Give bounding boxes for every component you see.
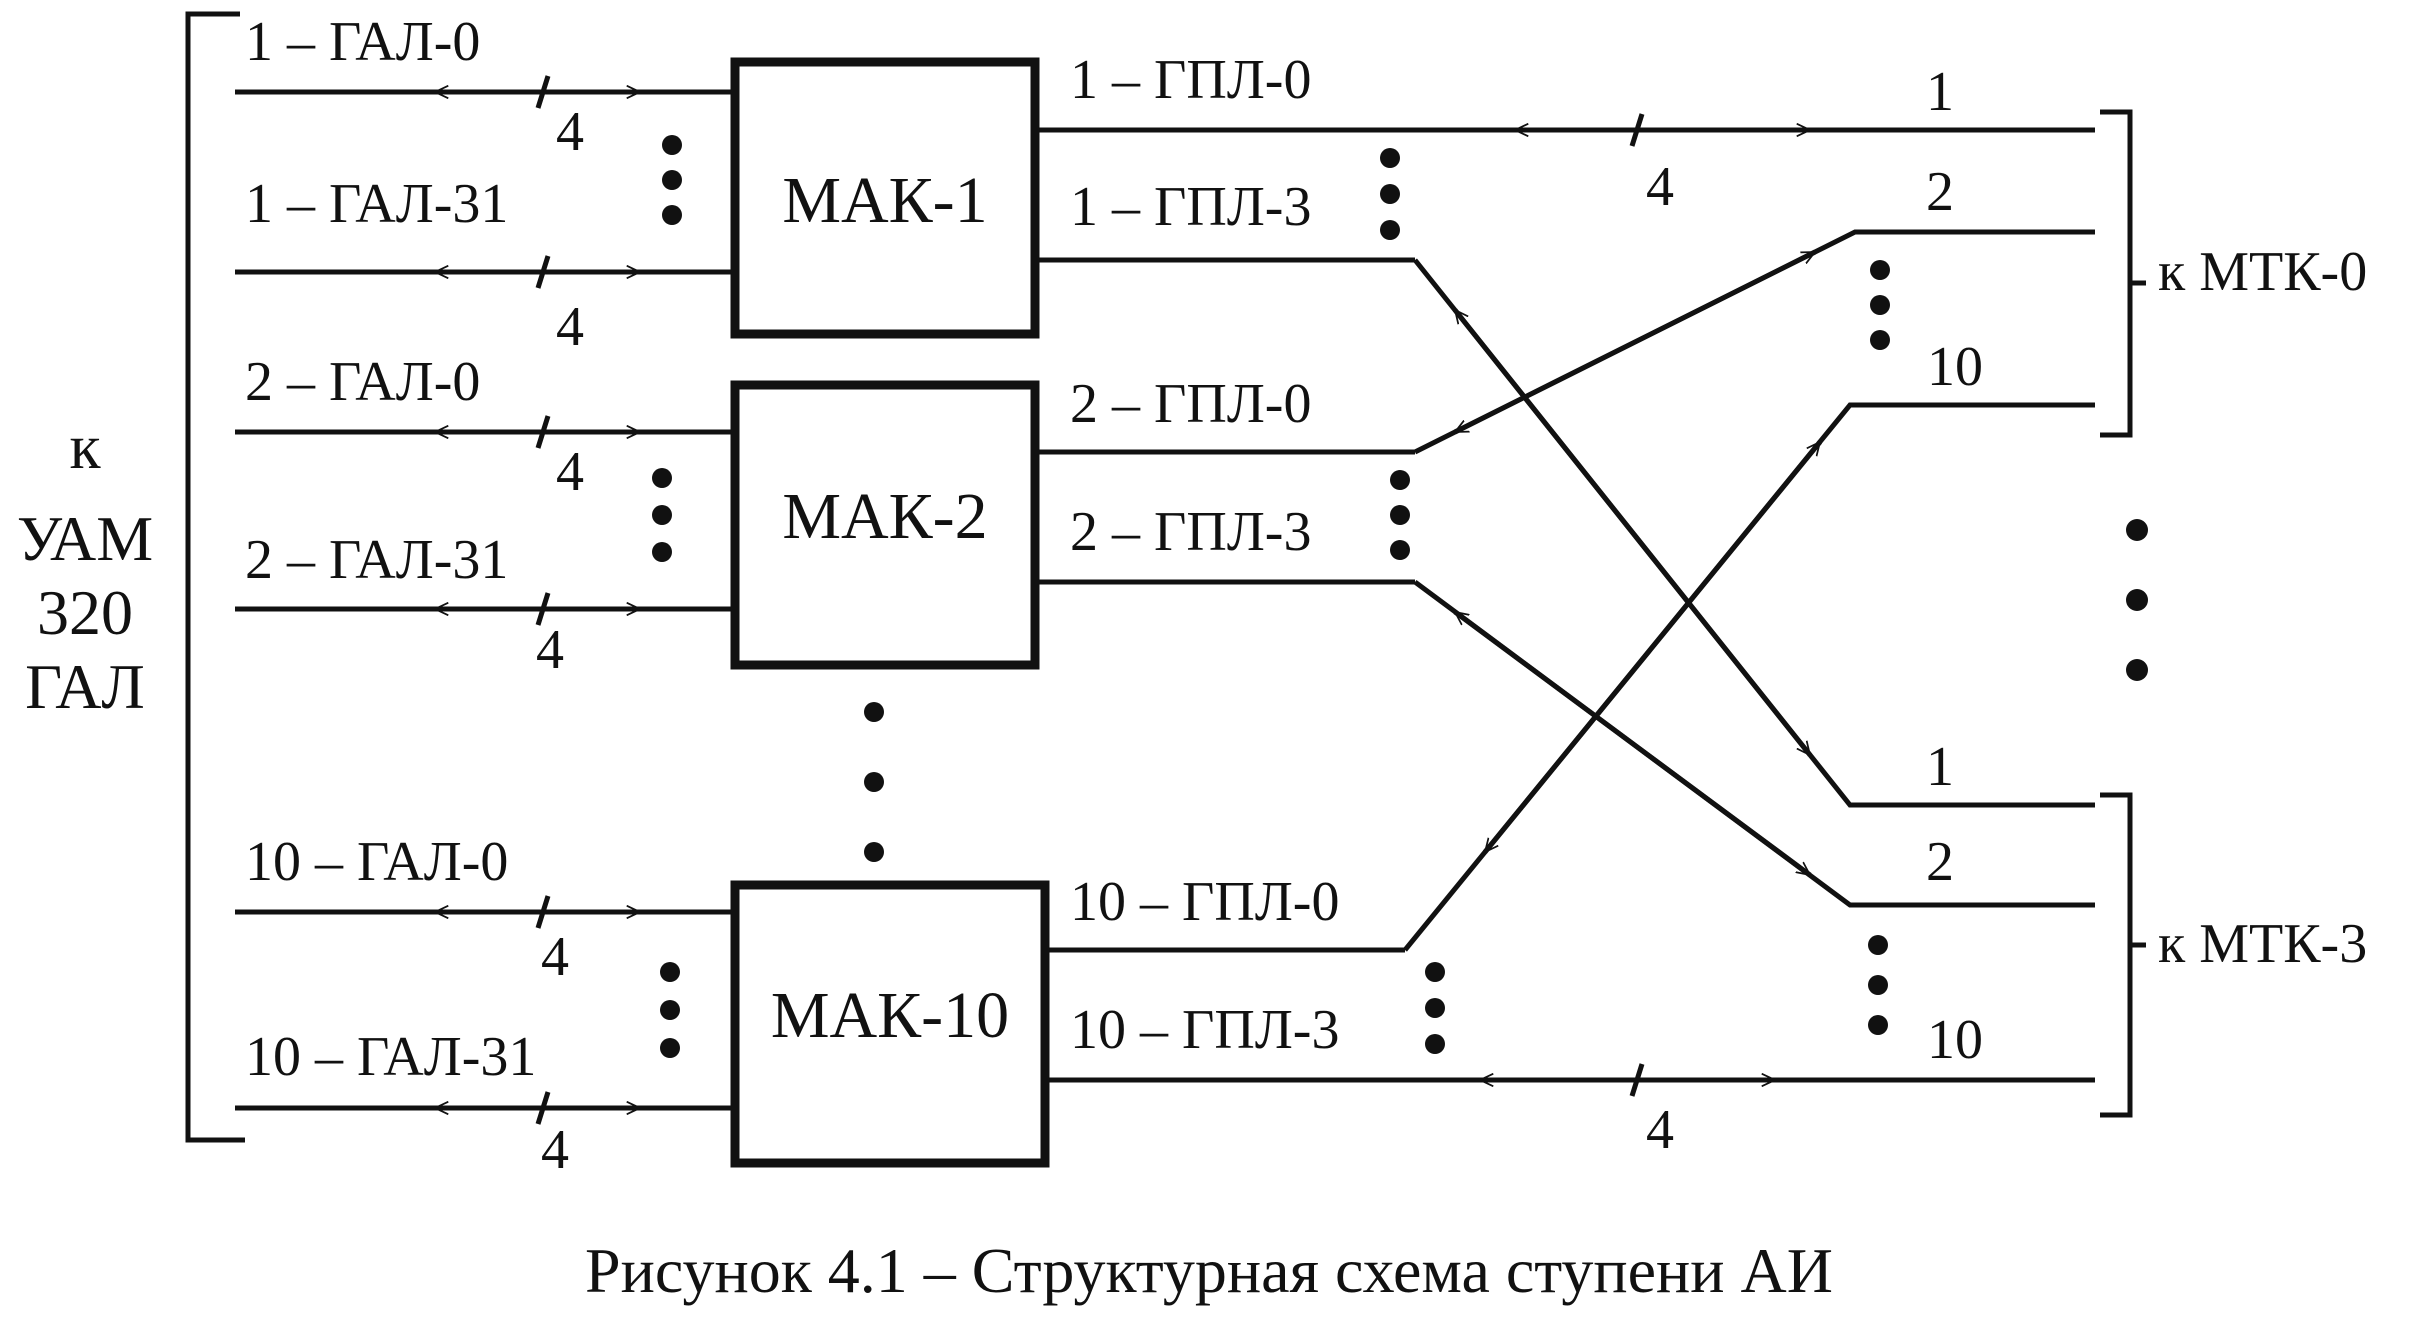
output-label: 2 – ГПЛ-3 [1070,501,1311,563]
outputs-ellipsis [1390,470,1410,560]
module-mak-10-box [730,880,1050,1168]
mtk-groups-ellipsis [2126,519,2148,681]
mtk-3-group: 1 2 10 к МТК-3 [1868,736,2367,1118]
output-label: 10 – ГПЛ-0 [1070,871,1339,933]
side-label-line-1: к [69,411,101,482]
modules-ellipsis [864,702,884,862]
outputs-ellipsis [1425,962,1445,1054]
link-mak1-gpl0: 4 [1035,113,2095,218]
left-bracket [185,11,245,1143]
side-label-line-2: УАМ [17,503,153,574]
bus-width-label: 4 [556,441,584,503]
output-label: 1 – ГПЛ-3 [1070,176,1311,238]
module-mak-2-box [730,380,1040,670]
module-mak-1-box [730,57,1040,339]
mtk-3-label: к МТК-3 [2158,913,2367,975]
bus-width-label: 4 [1646,156,1674,218]
output-label: 1 – ГПЛ-0 [1070,49,1311,111]
output-label: 2 – ГПЛ-0 [1070,373,1311,435]
figure-caption: Рисунок 4.1 – Структурная схема ступени … [585,1235,1833,1306]
link-mak10-gpl0 [1045,402,2095,953]
side-label-line-3: 320 [37,577,133,648]
port-label: 2 [1926,161,1954,223]
ports-ellipsis [1870,260,1890,350]
input-label: 10 – ГАЛ-0 [245,831,508,893]
bus-width-label: 4 [1646,1099,1674,1161]
module-mak-10-label: МАК-10 [771,979,1009,1052]
bus-width-label: 4 [541,1119,569,1181]
input-label: 2 – ГАЛ-31 [245,529,508,591]
mtk-0-label: к МТК-0 [2158,241,2367,303]
right-bracket [2100,109,2133,438]
inputs-ellipsis [652,468,672,562]
side-label-line-4: ГАЛ [25,651,145,722]
bus-width-label: 4 [556,296,584,358]
module-mak-2-label: МАК-2 [782,480,987,553]
inputs-mak-2: 2 – ГАЛ-0 4 2 – ГАЛ-31 4 [235,351,735,681]
bus-width-label: 4 [536,619,564,681]
bus-width-label: 4 [541,926,569,988]
port-label: 1 [1926,61,1954,123]
port-label: 1 [1926,736,1954,798]
input-label: 2 – ГАЛ-0 [245,351,480,413]
inputs-mak-10: 10 – ГАЛ-0 4 10 – ГАЛ-31 4 [235,831,735,1181]
module-mak-1-label: МАК-1 [782,164,987,237]
input-label: 10 – ГАЛ-31 [245,1026,536,1088]
inputs-ellipsis [662,135,682,225]
inputs-ellipsis [660,962,680,1058]
ports-ellipsis [1868,935,1888,1035]
port-label: 2 [1926,831,1954,893]
output-label: 10 – ГПЛ-3 [1070,999,1339,1061]
port-label: 10 [1927,336,1983,398]
link-mak10-gpl3: 4 [1045,1063,2095,1161]
input-label: 1 – ГАЛ-0 [245,11,480,73]
inputs-mak-1: 1 – ГАЛ-0 4 1 – ГАЛ-31 4 [235,11,735,358]
outputs-ellipsis [1380,148,1400,240]
right-bracket [2100,792,2133,1118]
input-label: 1 – ГАЛ-31 [245,173,508,235]
port-label: 10 [1927,1009,1983,1071]
link-mak2-gpl0 [1035,229,2095,455]
bus-width-label: 4 [556,101,584,163]
mtk-0-group: 1 2 10 к МТК-0 [1870,61,2367,438]
